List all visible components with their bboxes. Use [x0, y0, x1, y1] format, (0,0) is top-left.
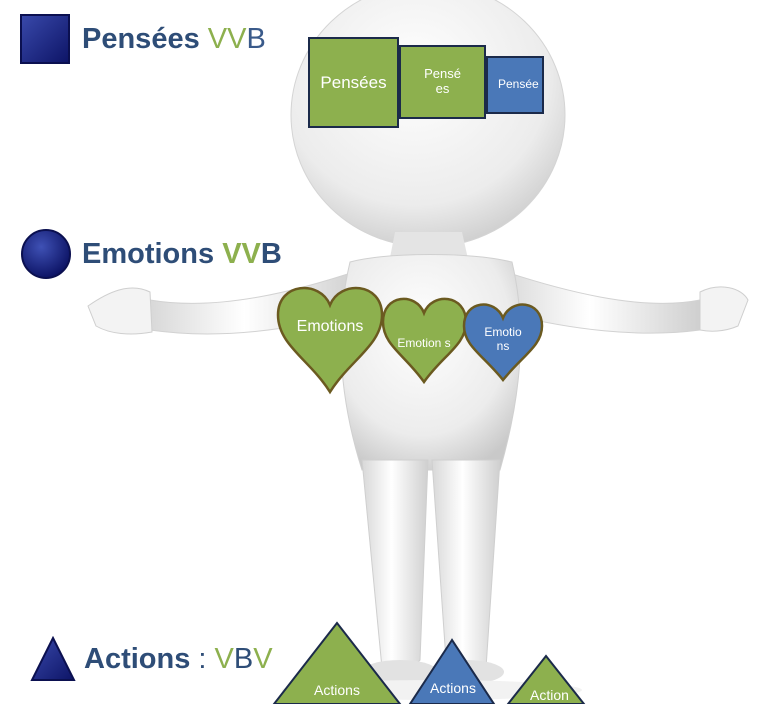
legend-actions-separator: :: [190, 642, 215, 675]
heart-1: [276, 286, 384, 395]
heart-1-label: Emotions: [296, 317, 364, 335]
square-icon: [20, 14, 70, 64]
heart-3: [462, 303, 544, 383]
triangle-2: [408, 638, 496, 704]
legend-emotions-code-2: B: [260, 237, 282, 270]
legend-actions: Actions : VBV: [30, 636, 273, 682]
circle-icon: [21, 229, 71, 279]
head-box-2-label: Pensé es: [424, 66, 461, 96]
legend-actions-code-1: V: [214, 642, 234, 675]
head-box-1-label: Pensées: [320, 72, 387, 92]
legend-thoughts-word: Pensées: [82, 22, 200, 55]
triangle-1-label: Actions: [314, 681, 360, 698]
legend-thoughts-code-1: VV: [207, 22, 247, 55]
triangle-3: [506, 654, 586, 704]
legend-thoughts: Pensées VVB: [20, 14, 266, 64]
legend-thoughts-code-2: B: [246, 22, 266, 55]
legend-emotions-label: Emotions VVB: [82, 238, 282, 271]
legend-thoughts-label: Pensées VVB: [82, 23, 266, 56]
legend-actions-code-3: V: [253, 642, 273, 675]
triangle-3-label: Action: [530, 686, 569, 703]
head-box-2: Pensé es: [399, 45, 486, 119]
triangle-icon: [30, 636, 76, 681]
legend-actions-code-2: B: [233, 642, 254, 675]
legend-emotions: Emotions VVB: [20, 228, 282, 280]
heart-2-label: Emotion s: [397, 336, 451, 351]
head-box-3: Pensée: [486, 56, 544, 114]
legend-emotions-code-1: VV: [222, 237, 261, 270]
legend-actions-label: Actions : VBV: [84, 643, 273, 676]
legend-emotions-word: Emotions: [82, 237, 215, 270]
triangle-1: [272, 621, 402, 704]
head-box-3-label: Pensée: [498, 77, 539, 92]
heart-3-label: Emotio ns: [484, 325, 522, 353]
legend-actions-word: Actions: [84, 642, 191, 675]
head-box-1: Pensées: [308, 37, 399, 128]
triangle-2-label: Actions: [430, 679, 476, 696]
